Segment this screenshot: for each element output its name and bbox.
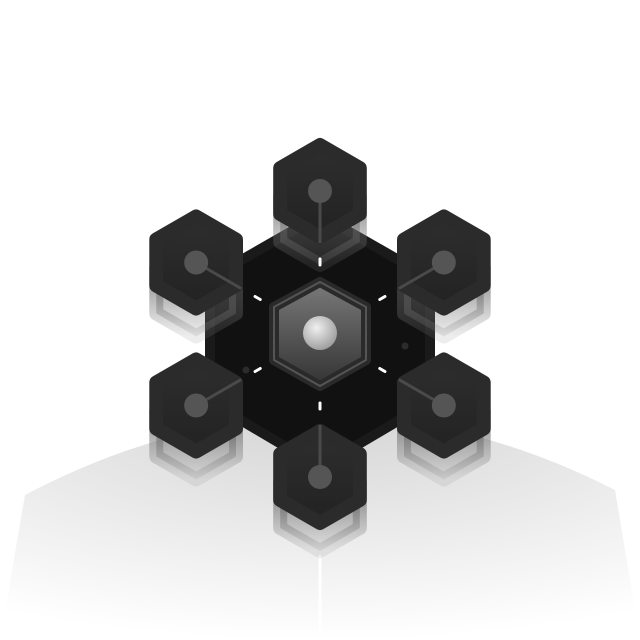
node-upper-right <box>378 209 491 344</box>
node-dot <box>308 465 332 489</box>
node-dot <box>184 393 209 418</box>
node-dot <box>431 250 456 275</box>
connector-dash <box>253 295 262 301</box>
connector-dash <box>253 367 262 373</box>
node-lower-right <box>378 352 491 487</box>
node-bottom <box>273 401 367 558</box>
node-dot <box>308 179 332 203</box>
node-lower-left <box>149 352 262 487</box>
core-dot <box>303 316 337 350</box>
connector-dash <box>378 367 387 373</box>
node-dot <box>184 250 209 275</box>
node-upper-left <box>149 209 262 344</box>
connector-dash <box>378 295 387 301</box>
node-top <box>273 138 367 272</box>
core-button <box>269 277 371 391</box>
node-dot <box>431 393 456 418</box>
